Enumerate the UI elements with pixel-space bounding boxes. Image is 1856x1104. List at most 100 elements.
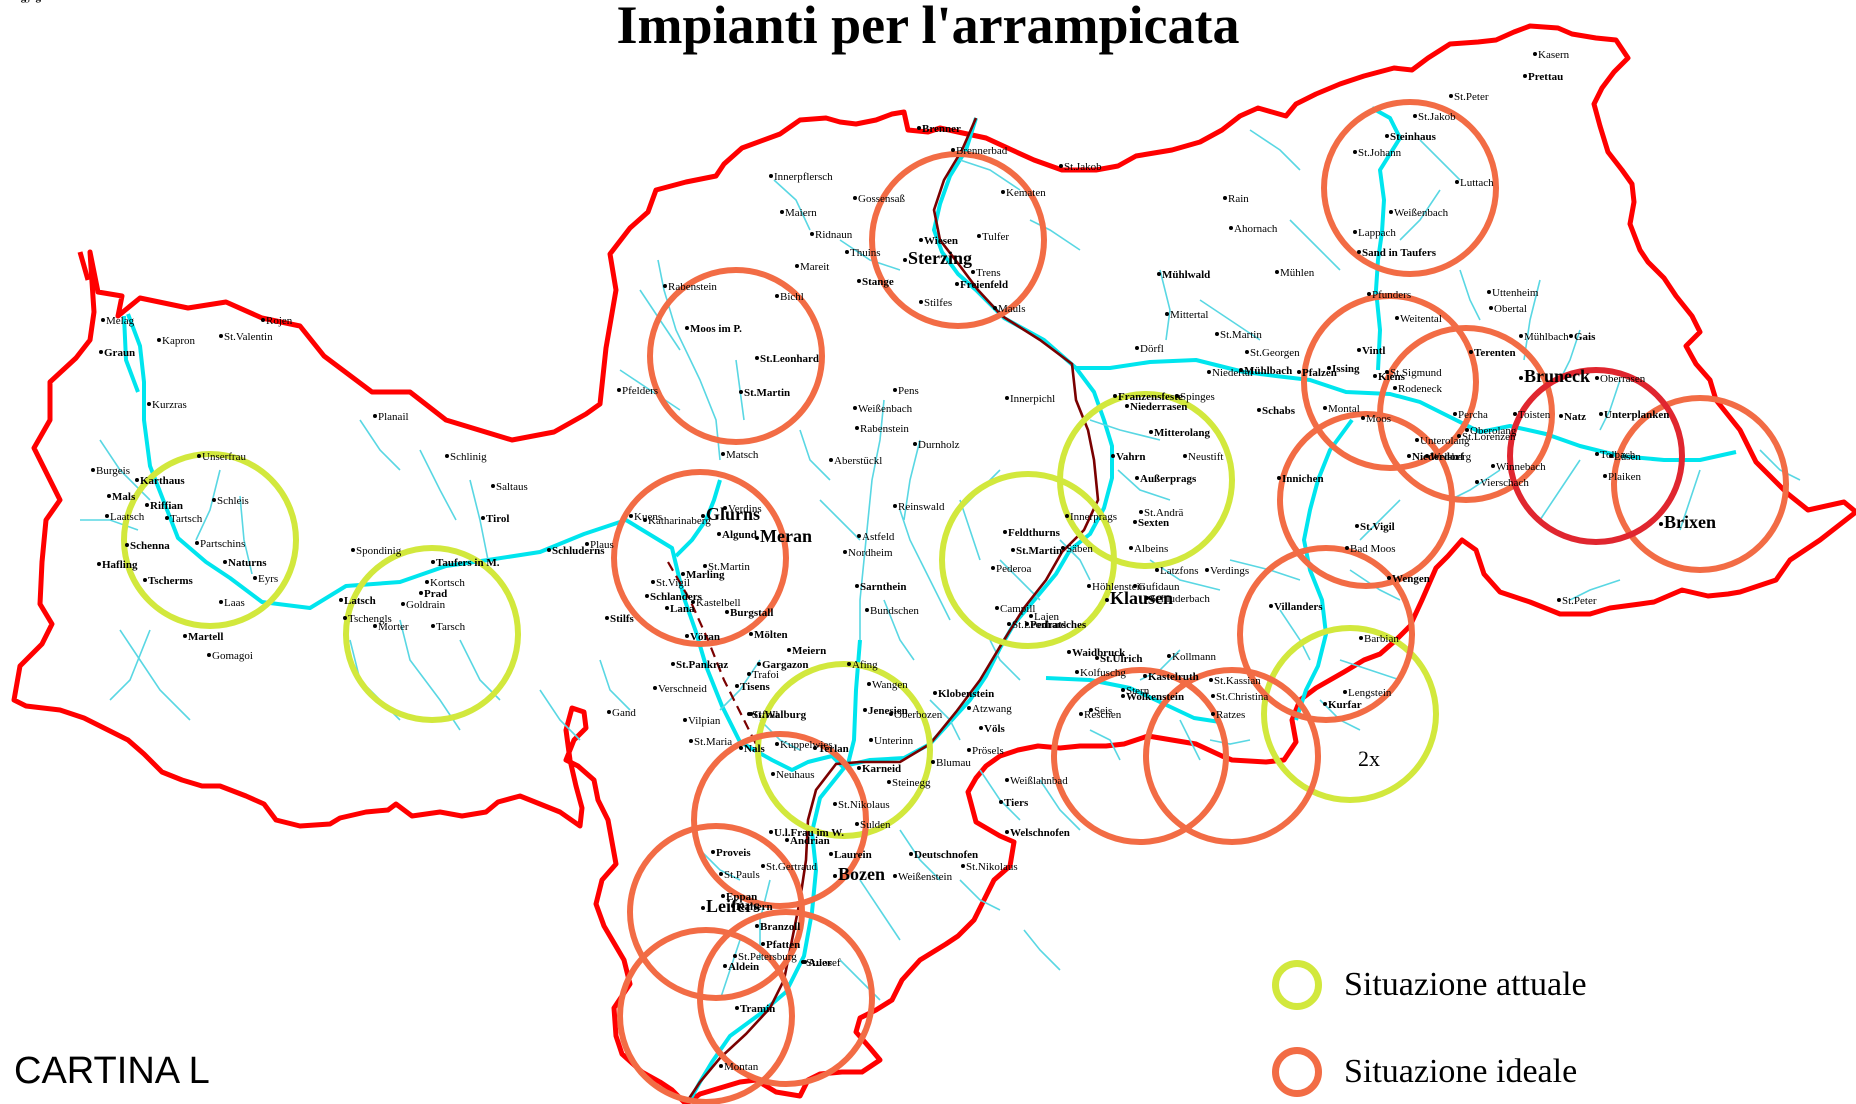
place-dot (749, 712, 753, 716)
place-dot (917, 126, 921, 130)
place-dot (147, 402, 151, 406)
place-dot (1357, 348, 1361, 352)
place-dot (761, 942, 765, 946)
place-label: Riffian (150, 500, 183, 512)
place-dot (1065, 514, 1069, 518)
place-dot (91, 468, 95, 472)
stream-19 (839, 239, 901, 271)
place-dot (685, 326, 689, 330)
place-dot (1135, 476, 1139, 480)
place-label: Spondinig (356, 545, 402, 557)
place-dot (1105, 598, 1109, 602)
place-dot (979, 726, 983, 730)
place-label: Oberolang (1470, 425, 1517, 437)
place-dot (1245, 350, 1249, 354)
place-dot (1475, 480, 1479, 484)
place-dot (855, 584, 859, 588)
place-label: Schenna (130, 540, 170, 552)
place-dot (775, 294, 779, 298)
place-dot (1087, 584, 1091, 588)
place-dot (1599, 412, 1603, 416)
place-dot (207, 653, 211, 657)
place-label: Sulden (860, 819, 891, 831)
place-label: Taufers in M. (436, 557, 500, 569)
place-label: Weitental (1400, 313, 1442, 325)
place-dot (869, 738, 873, 742)
place-dot (999, 800, 1003, 804)
place-label: St.Jakob (1418, 111, 1456, 123)
place-label: Gomagoi (212, 650, 253, 662)
place-label: Kollmann (1172, 651, 1216, 663)
place-label: Unterinn (874, 735, 914, 747)
place-dot (757, 662, 761, 666)
place-label: Salurn (0, 0, 32, 3)
place-dot (919, 300, 923, 304)
place-dot (865, 608, 869, 612)
place-label: Lüsen (1614, 451, 1641, 463)
place-dot (721, 894, 725, 898)
place-label: Pederoa (996, 563, 1032, 575)
place-label: Tiers (1004, 797, 1029, 809)
stream-4 (195, 469, 221, 541)
place-label: Naturns (228, 557, 267, 569)
place-label: Glurns (706, 504, 760, 524)
place-label: Tartsch (170, 513, 203, 525)
place-dot (833, 874, 837, 878)
place-dot (1361, 416, 1365, 420)
place-dot (1465, 428, 1469, 432)
place-label: Höhlenstein (1092, 581, 1146, 593)
place-dot (219, 600, 223, 604)
place-dot (219, 334, 223, 338)
current-circle-0 (121, 451, 299, 629)
place-label: Wengen (1392, 573, 1430, 585)
place-dot (663, 284, 667, 288)
place-label: Auer (808, 957, 832, 969)
place-label: Innerpichl (1010, 393, 1055, 405)
main-river-1 (843, 117, 1114, 768)
place-dot (863, 708, 867, 712)
place-label: Tarsch (436, 621, 466, 633)
place-label: Mareit (800, 261, 829, 273)
place-label: Terenten (1474, 347, 1516, 359)
place-dot (853, 196, 857, 200)
place-dot (1297, 370, 1301, 374)
stream-13 (599, 659, 631, 711)
place-label: Pfalzen (1302, 367, 1337, 379)
place-label: Bad Moos (1350, 543, 1396, 555)
place-dot (1155, 568, 1159, 572)
place-label: St.Leonhard (760, 353, 819, 365)
place-label: St.Vigil (656, 577, 690, 589)
stream-54 (1279, 609, 1311, 661)
place-label: Jenesien (868, 705, 908, 717)
place-label: Montan (724, 1061, 759, 1073)
place-label: Mühlen (1280, 267, 1315, 279)
place-dot (857, 766, 861, 770)
place-dot (733, 954, 737, 958)
place-dot (1095, 656, 1099, 660)
place-label: Altrei (0, 0, 27, 3)
place-dot (339, 598, 343, 602)
place-dot (1005, 396, 1009, 400)
place-dot (683, 718, 687, 722)
stream-49 (1599, 379, 1621, 431)
place-label: Proveis (716, 847, 751, 859)
place-dot (735, 1006, 739, 1010)
place-dot (1327, 366, 1331, 370)
place-dot (1025, 622, 1029, 626)
stream-12 (539, 689, 581, 741)
place-label: Albeins (1134, 543, 1168, 555)
place-label: Gais (1574, 331, 1596, 343)
place-dot (731, 904, 735, 908)
place-dot (1011, 548, 1015, 552)
place-dot (1121, 688, 1125, 692)
place-dot (373, 414, 377, 418)
place-dot (1003, 530, 1007, 534)
place-label: St.Walburg (752, 709, 807, 721)
place-label: Kaltern (736, 901, 773, 913)
place-dot (739, 746, 743, 750)
legend-ideal: Situazione ideale (1272, 1047, 1577, 1097)
place-label: Vintl (1362, 345, 1385, 357)
stream-57 (1759, 449, 1801, 481)
place-label: St.Georgen (1250, 347, 1300, 359)
place-dot (1407, 454, 1411, 458)
